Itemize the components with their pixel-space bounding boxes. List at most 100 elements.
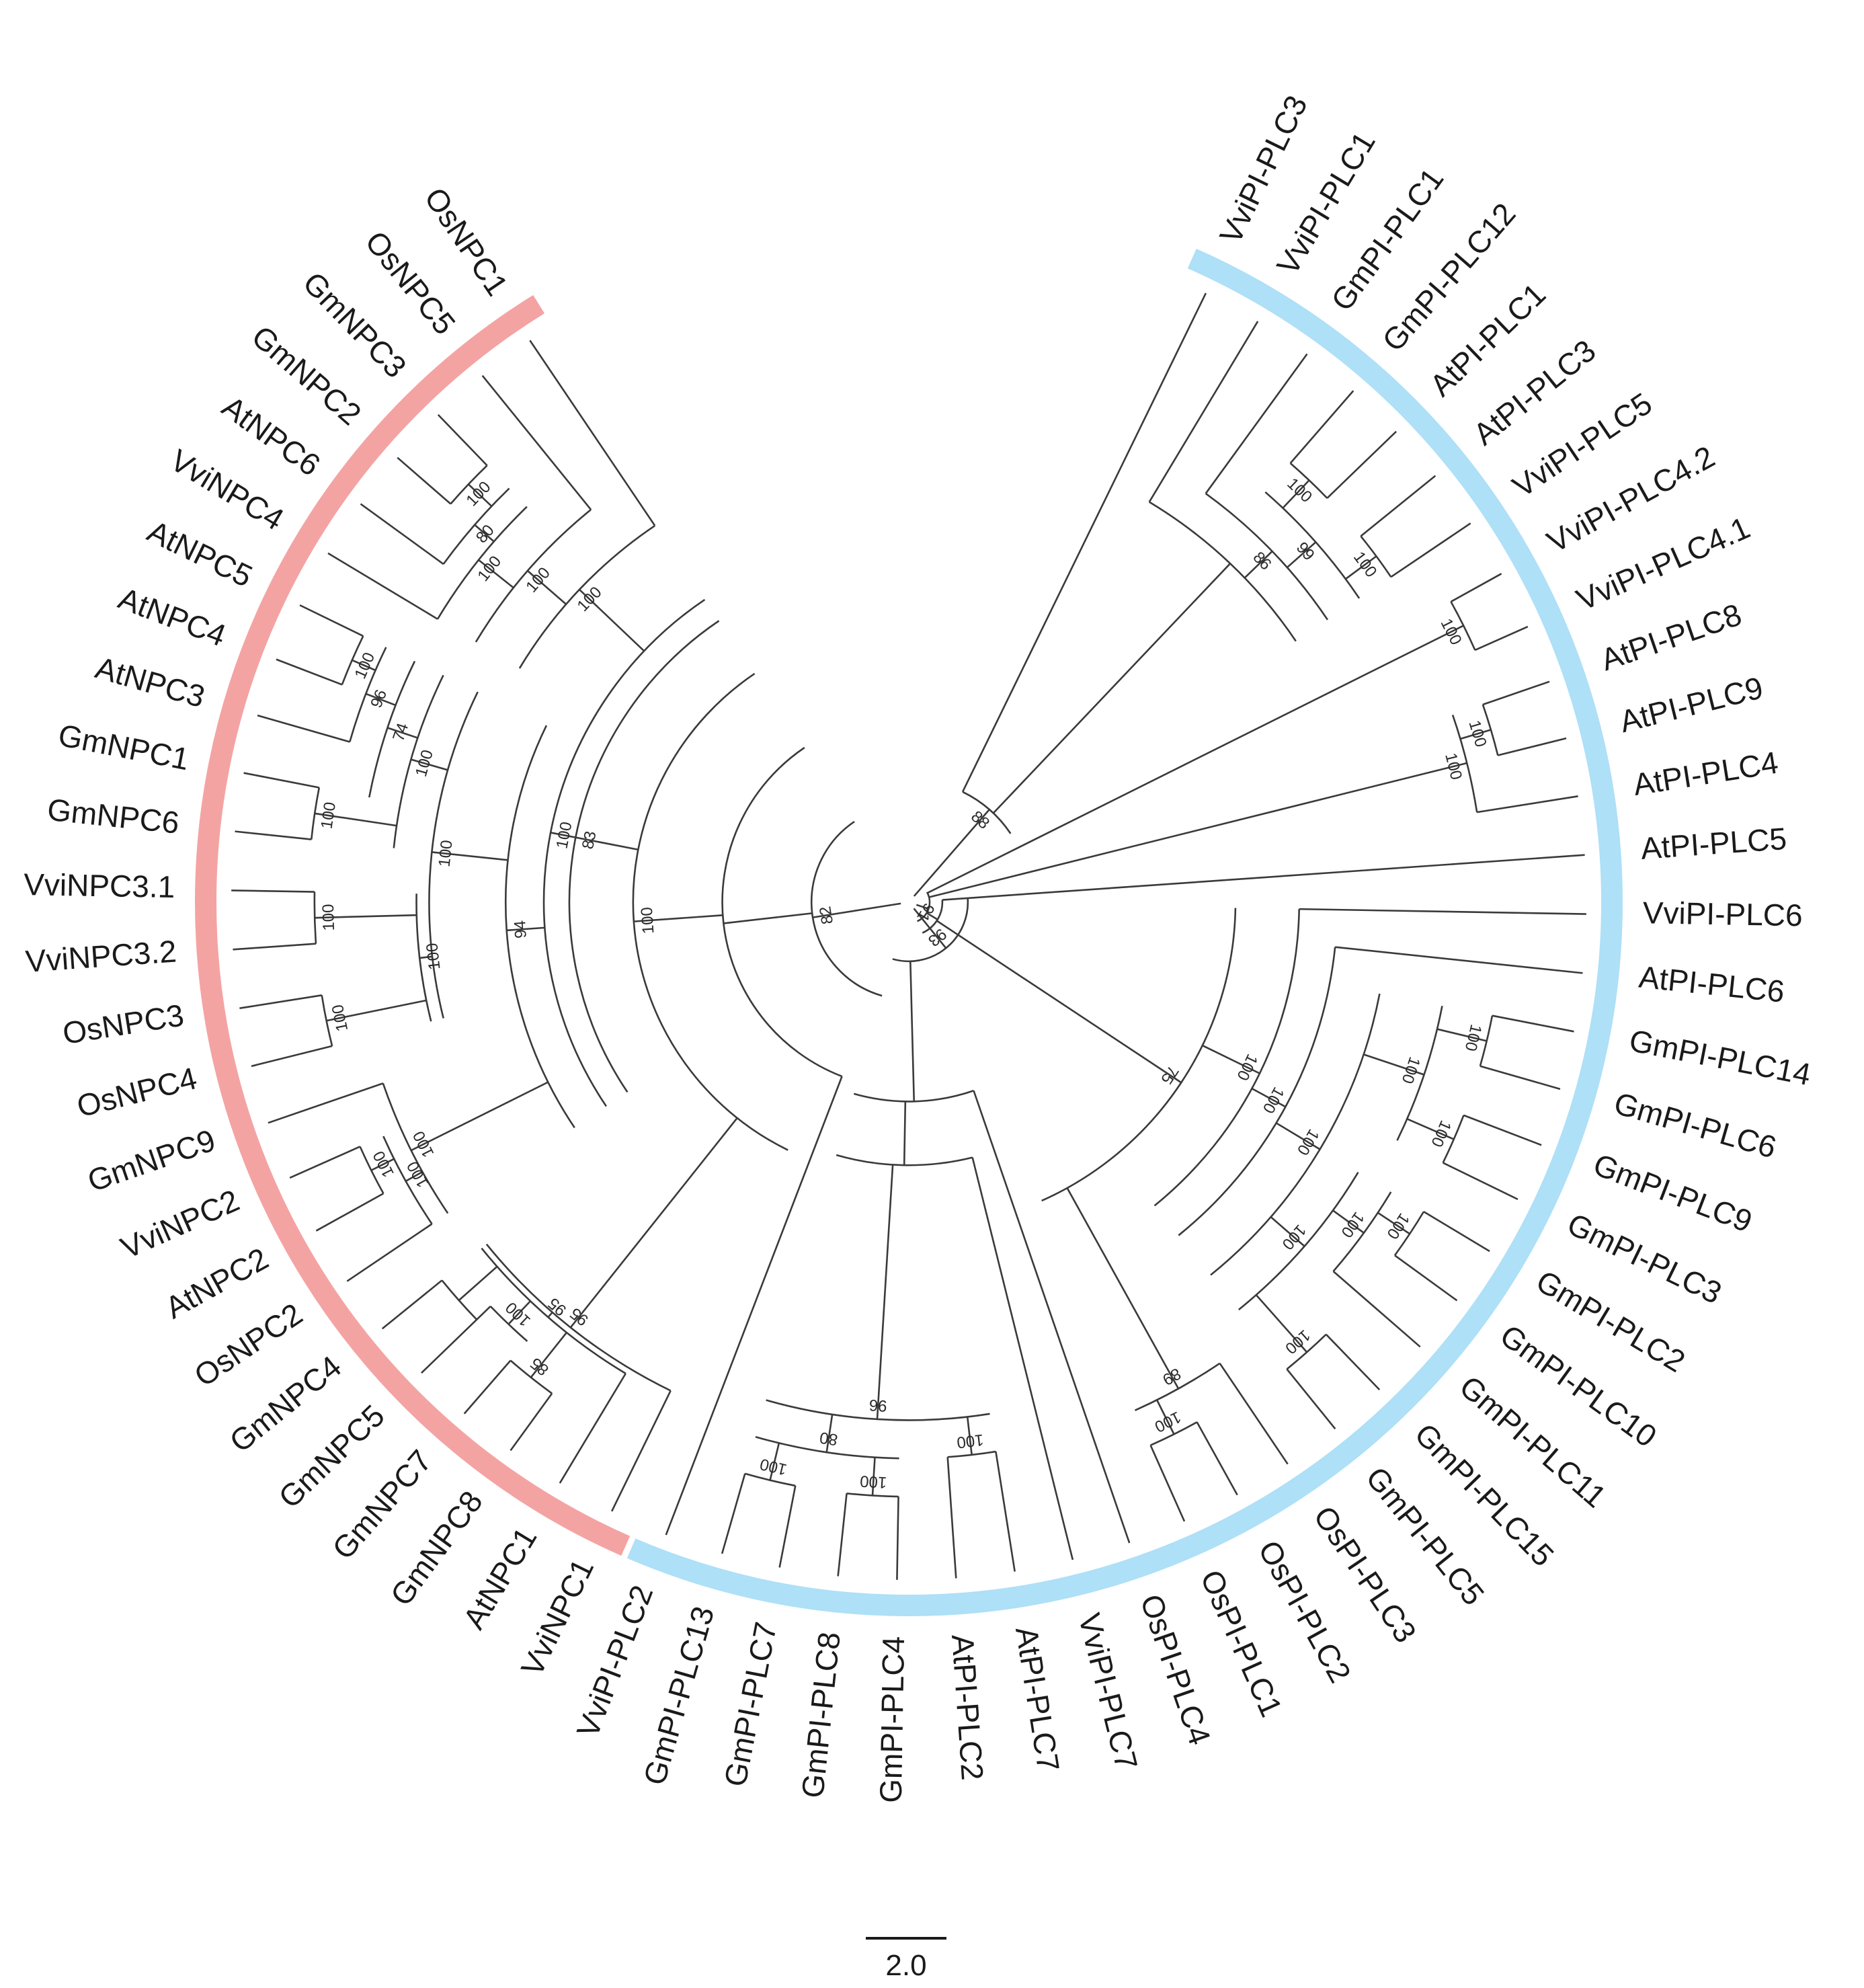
bootstrap-value: 83 (579, 830, 600, 850)
internal-branch (926, 912, 938, 920)
leaf-label: AtNPC6 (216, 389, 327, 483)
internal-branch (527, 570, 567, 605)
tip-branch (946, 1457, 957, 1579)
internal-branch (909, 961, 916, 1102)
internal-branch (812, 902, 901, 918)
leaf-label: VviPI-PLC6 (1642, 895, 1803, 932)
leaf-label: OsNPC4 (73, 1060, 200, 1123)
bootstrap-value: 89 (1160, 1364, 1184, 1389)
internal-branch (326, 999, 427, 1022)
bootstrap-value: 100 (1441, 751, 1465, 781)
internal-branch (474, 524, 495, 543)
internal-branch (1460, 729, 1492, 740)
internal-branch (1363, 1053, 1424, 1076)
leaf-label: AtPI-PLC2 (945, 1633, 990, 1781)
internal-branch (530, 1332, 567, 1378)
internal-branch (1377, 1211, 1410, 1235)
tip-branch (1480, 1065, 1561, 1090)
node-arc (1149, 501, 1297, 642)
internal-branch (468, 483, 493, 507)
bootstrap-value: 100 (522, 564, 554, 596)
tip-branch (1492, 1015, 1574, 1033)
internal-branch (1244, 551, 1273, 579)
tip-branch (437, 414, 488, 467)
tip-branch (1299, 908, 1586, 915)
internal-branch (411, 758, 448, 771)
node-arc (744, 1472, 796, 1487)
bootstrap-value: 100 (638, 906, 658, 935)
bootstrap-value: 100 (956, 1431, 985, 1452)
leaf-label: GmPI-PLC8 (795, 1630, 847, 1800)
internal-branch (550, 832, 576, 838)
tip-branch (360, 503, 444, 565)
tip-branch (1286, 1368, 1336, 1430)
bootstrap-value: 80 (819, 1428, 839, 1449)
internal-branch (633, 914, 723, 922)
tip-branch (1360, 475, 1436, 537)
tip-branch (481, 374, 592, 510)
bootstrap-value: 100 (1279, 1221, 1310, 1253)
bootstrap-value: 100 (1461, 1023, 1486, 1053)
internal-branch (928, 762, 1467, 898)
tip-branch (942, 854, 1585, 901)
internal-branch (314, 812, 397, 827)
bootstrap-value: 93 (924, 924, 950, 950)
leaf-label-layer: VviPI-PLC3VviPI-PLC1GmPI-PLC1GmPI-PLC12A… (24, 90, 1814, 1803)
tip-branch (327, 552, 438, 620)
tip-branch (257, 714, 350, 743)
tip-branch (239, 994, 322, 1009)
leaf-label: OsNPC3 (60, 997, 186, 1051)
tip-branch (610, 1390, 672, 1512)
tip-branch (1423, 1211, 1490, 1253)
leaf-label: GmPI-PLC6 (1611, 1085, 1781, 1164)
leaf-label: GmNPC6 (46, 792, 181, 840)
internal-branch (1066, 1187, 1180, 1390)
bootstrap-value: 100 (423, 942, 444, 971)
bootstrap-value: 100 (859, 1472, 887, 1491)
internal-branch (547, 1312, 553, 1318)
internal-branch (992, 563, 1231, 814)
node-arc (1205, 493, 1329, 621)
leaf-label: AtPI-PLC7 (1009, 1624, 1066, 1774)
leaf-label: OsPI-PLC4 (1134, 1590, 1218, 1749)
tip-branch (1390, 522, 1471, 578)
bootstrap-value: 100 (474, 553, 505, 585)
tip-branch (1326, 430, 1397, 499)
tip-branch (721, 1473, 746, 1554)
bootstrap-value: 100 (1383, 1210, 1414, 1242)
internal-branch (575, 836, 639, 851)
tip-branch (1148, 321, 1259, 503)
tip-branch (973, 1090, 1131, 1544)
tip-branch (995, 1451, 1016, 1572)
tip-branch (463, 1359, 512, 1415)
tip-branch (1335, 946, 1583, 974)
node-arc (518, 524, 655, 669)
tip-branch (299, 604, 364, 637)
internal-branch (871, 1457, 876, 1496)
tip-branch (1196, 1421, 1238, 1496)
leaf-label: AtNPC3 (91, 650, 208, 715)
leaf-label: AtPI-PLC4 (1631, 745, 1781, 802)
pi-plc-clade-ring (626, 248, 1623, 1617)
internal-branch (936, 920, 1182, 1084)
internal-branch (458, 1265, 498, 1302)
tip-branch (961, 292, 1207, 793)
node-arc (1479, 1015, 1494, 1067)
bootstrap-value: 100 (329, 1003, 352, 1033)
internal-branch (365, 692, 396, 707)
internal-branch (315, 914, 417, 919)
node-arc (568, 620, 720, 1093)
node-arc (1153, 909, 1301, 1207)
internal-branch (569, 1117, 738, 1328)
leaf-label: GmPI-PLC4 (873, 1636, 911, 1803)
group-ring-layer (195, 248, 1623, 1617)
tip-branch (1289, 390, 1354, 464)
node-arc (382, 1082, 449, 1214)
bootstrap-value: 100 (1350, 549, 1381, 581)
leaf-label: AtPI-PLC6 (1637, 959, 1787, 1008)
bootstrap-value: 100 (412, 748, 437, 779)
leaf-label: GmPI-PLC14 (1627, 1023, 1814, 1092)
internal-branch (913, 809, 990, 897)
tip-branch (1394, 1255, 1458, 1302)
